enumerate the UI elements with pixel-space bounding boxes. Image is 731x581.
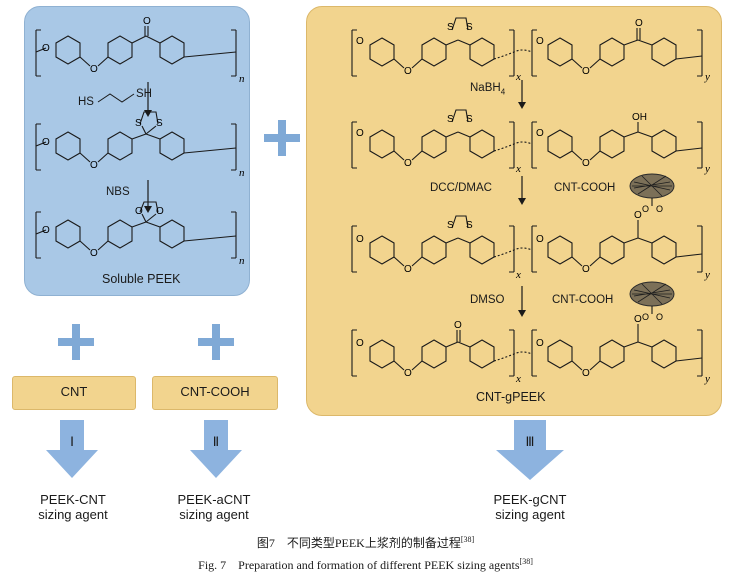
atom-o: O bbox=[536, 234, 544, 245]
atom-o: O bbox=[404, 66, 412, 77]
repeat-y: y bbox=[704, 269, 710, 281]
cnt-bundle-icon: O O bbox=[629, 281, 675, 322]
atom-s: S bbox=[466, 22, 473, 33]
route-label-1: Ⅰ bbox=[70, 434, 74, 449]
repeat-x: x bbox=[515, 71, 521, 83]
reagent-nbs: NBS bbox=[106, 186, 130, 198]
route-arrow-2 bbox=[190, 420, 242, 478]
atom-s: S bbox=[447, 22, 454, 33]
atom-s: S bbox=[466, 114, 473, 125]
repeat-x: x bbox=[515, 269, 521, 281]
atom-o: O bbox=[42, 137, 50, 148]
atom-o: O bbox=[90, 160, 98, 171]
repeat-x: x bbox=[515, 373, 521, 385]
arrow-down bbox=[518, 286, 526, 317]
atom-o: O bbox=[143, 16, 151, 27]
route-label-3: Ⅲ bbox=[525, 434, 535, 449]
repeat-y: y bbox=[704, 163, 710, 175]
dioxolane-peek-structure: O O O O n bbox=[35, 201, 245, 267]
peek-cnt-result: PEEK-CNT sizing agent bbox=[38, 492, 108, 522]
atom-s: S bbox=[447, 220, 454, 231]
cnt-gpeek-label: CNT-gPEEK bbox=[476, 390, 546, 404]
atom-o: O bbox=[90, 248, 98, 259]
repeat-y: y bbox=[704, 71, 710, 83]
cnt-cooh-box: CNT-COOH bbox=[152, 376, 278, 410]
route-label-2: Ⅱ bbox=[212, 434, 220, 449]
cnt-box: CNT bbox=[12, 376, 136, 410]
plus-icon bbox=[198, 324, 234, 360]
reagent-dmso: DMSO bbox=[470, 294, 505, 306]
ethane-linker bbox=[97, 93, 135, 103]
arrow-down bbox=[518, 176, 526, 205]
atom-o: O bbox=[642, 312, 649, 322]
atom-o: O bbox=[536, 338, 544, 349]
route-arrow-3 bbox=[496, 420, 564, 480]
atom-o: O bbox=[404, 264, 412, 275]
atom-o: O bbox=[356, 338, 364, 349]
repeat-n: n bbox=[239, 73, 245, 85]
peek-gcnt-result: PEEK-gCNT sizing agent bbox=[493, 492, 567, 522]
atom-o: O bbox=[356, 36, 364, 47]
atom-s: S bbox=[156, 118, 163, 129]
atom-o: O bbox=[634, 314, 642, 325]
atom-o: O bbox=[156, 206, 164, 217]
soluble-peek-label: Soluble PEEK bbox=[102, 272, 181, 286]
copolymer-row-2: O O S S O O OH x y bbox=[351, 109, 710, 175]
caption-zh: 图7 不同类型PEEK上浆剂的制备过程[38] bbox=[256, 535, 475, 550]
atom-o: O bbox=[582, 66, 590, 77]
cnt-cooh-label-1: CNT-COOH bbox=[554, 182, 616, 194]
atom-o: O bbox=[454, 320, 462, 331]
atom-s: S bbox=[135, 118, 142, 129]
plus-icon bbox=[264, 120, 300, 156]
reagent-hs: HS bbox=[78, 96, 94, 108]
atom-o: O bbox=[656, 204, 663, 214]
copolymer-row-1: O O S S O O O x y bbox=[351, 17, 710, 83]
atom-o: O bbox=[42, 225, 50, 236]
atom-o: O bbox=[356, 128, 364, 139]
atom-o: O bbox=[634, 210, 642, 221]
cnt-cooh-label-2: CNT-COOH bbox=[552, 294, 614, 306]
atom-o: O bbox=[90, 64, 98, 75]
copolymer-row-3: O O S S O O O x y bbox=[351, 210, 710, 281]
repeat-n: n bbox=[239, 255, 245, 267]
atom-o: O bbox=[135, 206, 143, 217]
atom-o: O bbox=[404, 158, 412, 169]
route-arrow-1 bbox=[46, 420, 98, 478]
copolymer-row-4: O O O O O O x y bbox=[351, 314, 710, 385]
caption-en: Fig. 7 Preparation and formation of diff… bbox=[198, 557, 533, 572]
repeat-n: n bbox=[239, 167, 245, 179]
reagent-dcc-dmac: DCC/DMAC bbox=[430, 182, 492, 194]
arrow-down bbox=[518, 80, 526, 109]
atom-o: O bbox=[642, 204, 649, 214]
atom-o: O bbox=[582, 158, 590, 169]
atom-o: O bbox=[536, 128, 544, 139]
atom-s: S bbox=[466, 220, 473, 231]
atom-o: O bbox=[582, 368, 590, 379]
peek-acnt-result: PEEK-aCNT sizing agent bbox=[177, 492, 251, 522]
atom-o: O bbox=[42, 43, 50, 54]
atom-oh: OH bbox=[632, 112, 647, 123]
reagent-nabh4: NaBH4 bbox=[470, 82, 506, 97]
atom-o: O bbox=[404, 368, 412, 379]
cnt-bundle-icon: O O bbox=[629, 173, 675, 214]
dithiolane-peek-structure: O O S S n bbox=[35, 111, 245, 179]
atom-s: S bbox=[447, 114, 454, 125]
atom-o: O bbox=[635, 18, 643, 29]
repeat-x: x bbox=[515, 163, 521, 175]
atom-o: O bbox=[582, 264, 590, 275]
arrow-down bbox=[144, 180, 152, 213]
atom-o: O bbox=[656, 312, 663, 322]
atom-o: O bbox=[356, 234, 364, 245]
repeat-y: y bbox=[704, 373, 710, 385]
atom-o: O bbox=[536, 36, 544, 47]
peek-structure: O O O n bbox=[35, 16, 245, 85]
plus-icon bbox=[58, 324, 94, 360]
